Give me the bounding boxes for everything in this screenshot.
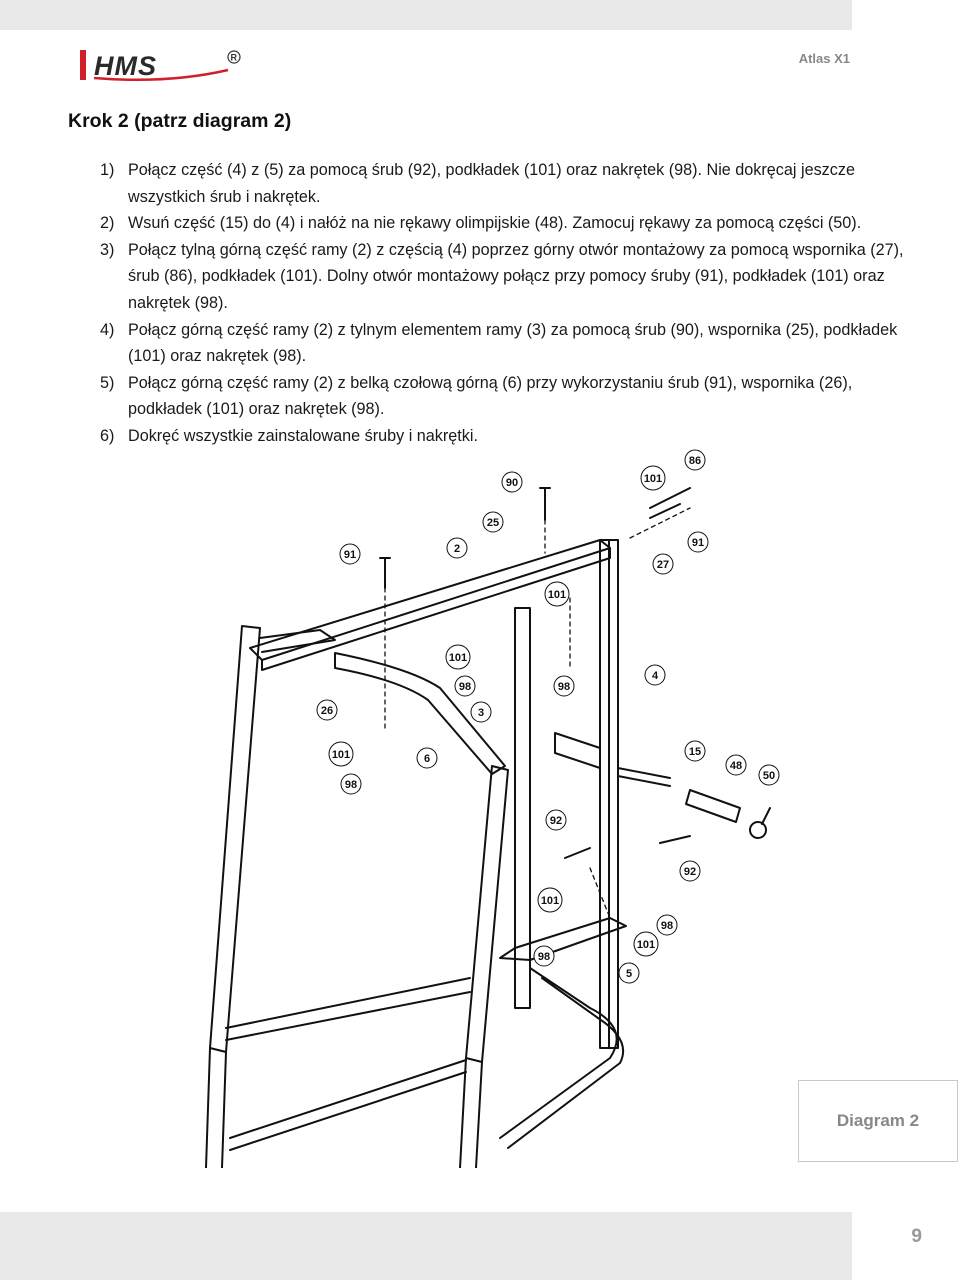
svg-text:101: 101 bbox=[637, 939, 655, 951]
assembly-diagram: 86 101 90 91 25 91 2 27 101 4 101 98 98 … bbox=[205, 449, 780, 1168]
svg-text:101: 101 bbox=[449, 652, 467, 664]
svg-text:98: 98 bbox=[558, 681, 570, 693]
instruction-text: Połącz górną część ramy (2) z tylnym ele… bbox=[128, 320, 898, 366]
instruction-item: 2) Wsuń część (15) do (4) i nałóż na nie … bbox=[100, 210, 920, 237]
svg-text:98: 98 bbox=[661, 920, 673, 932]
footer-band bbox=[0, 1212, 852, 1280]
svg-text:3: 3 bbox=[478, 707, 484, 719]
instruction-text: Dokręć wszystkie zainstalowane śruby i n… bbox=[128, 426, 478, 445]
svg-text:5: 5 bbox=[626, 968, 632, 980]
instruction-text: Wsuń część (15) do (4) i nałóż na nie rę… bbox=[128, 214, 862, 233]
svg-text:48: 48 bbox=[730, 760, 742, 772]
svg-text:98: 98 bbox=[345, 779, 357, 791]
instruction-number: 3) bbox=[100, 240, 115, 259]
instruction-item: 1) Połącz część (4) z (5) za pomocą śrub … bbox=[100, 157, 920, 210]
svg-text:101: 101 bbox=[548, 589, 566, 601]
instruction-number: 5) bbox=[100, 373, 115, 392]
svg-text:HMS: HMS bbox=[94, 51, 157, 81]
page-number-box bbox=[852, 1212, 960, 1280]
instruction-text: Połącz górną część ramy (2) z belką czoł… bbox=[128, 373, 853, 419]
svg-text:91: 91 bbox=[344, 549, 356, 561]
instruction-list: 1) Połącz część (4) z (5) za pomocą śrub … bbox=[100, 157, 920, 450]
svg-text:90: 90 bbox=[506, 477, 518, 489]
svg-text:86: 86 bbox=[689, 455, 701, 467]
svg-text:25: 25 bbox=[487, 517, 499, 529]
svg-text:4: 4 bbox=[652, 670, 659, 682]
svg-text:101: 101 bbox=[541, 895, 559, 907]
svg-text:92: 92 bbox=[550, 815, 562, 827]
instruction-number: 4) bbox=[100, 320, 115, 339]
instruction-text: Połącz część (4) z (5) za pomocą śrub (9… bbox=[128, 161, 855, 206]
svg-text:98: 98 bbox=[459, 681, 471, 693]
header-band bbox=[0, 0, 852, 30]
svg-text:98: 98 bbox=[538, 951, 550, 963]
svg-text:50: 50 bbox=[763, 770, 775, 782]
svg-text:91: 91 bbox=[692, 537, 704, 549]
svg-text:92: 92 bbox=[684, 866, 696, 878]
model-name: Atlas X1 bbox=[798, 51, 850, 66]
svg-text:R: R bbox=[231, 53, 238, 63]
diagram-label-text: Diagram 2 bbox=[836, 1111, 920, 1130]
step-title: Krok 2 (patrz diagram 2) bbox=[68, 110, 292, 132]
svg-text:101: 101 bbox=[332, 749, 350, 761]
svg-text:15: 15 bbox=[689, 746, 701, 758]
page-number: 9 bbox=[911, 1226, 922, 1247]
svg-text:101: 101 bbox=[644, 473, 662, 485]
diagram-label: Diagram 2 bbox=[798, 1080, 958, 1162]
instruction-number: 6) bbox=[100, 426, 115, 445]
instruction-item: 4) Połącz górną część ramy (2) z tylnym e… bbox=[100, 317, 920, 370]
svg-text:6: 6 bbox=[424, 753, 430, 765]
instruction-text: Połącz tylną górną część ramy (2) z częś… bbox=[128, 240, 904, 312]
svg-text:2: 2 bbox=[454, 543, 460, 555]
svg-text:26: 26 bbox=[321, 705, 333, 717]
instruction-number: 1) bbox=[100, 161, 115, 179]
hms-logo: HMS R bbox=[80, 50, 241, 82]
svg-text:27: 27 bbox=[657, 559, 669, 571]
instruction-item: 3) Połącz tylną górną część ramy (2) z cz… bbox=[100, 237, 920, 317]
instruction-item: 5) Połącz górną część ramy (2) z belką cz… bbox=[100, 370, 920, 423]
instruction-item: 6) Dokręć wszystkie zainstalowane śruby i… bbox=[100, 423, 920, 450]
instruction-number: 2) bbox=[100, 214, 115, 233]
